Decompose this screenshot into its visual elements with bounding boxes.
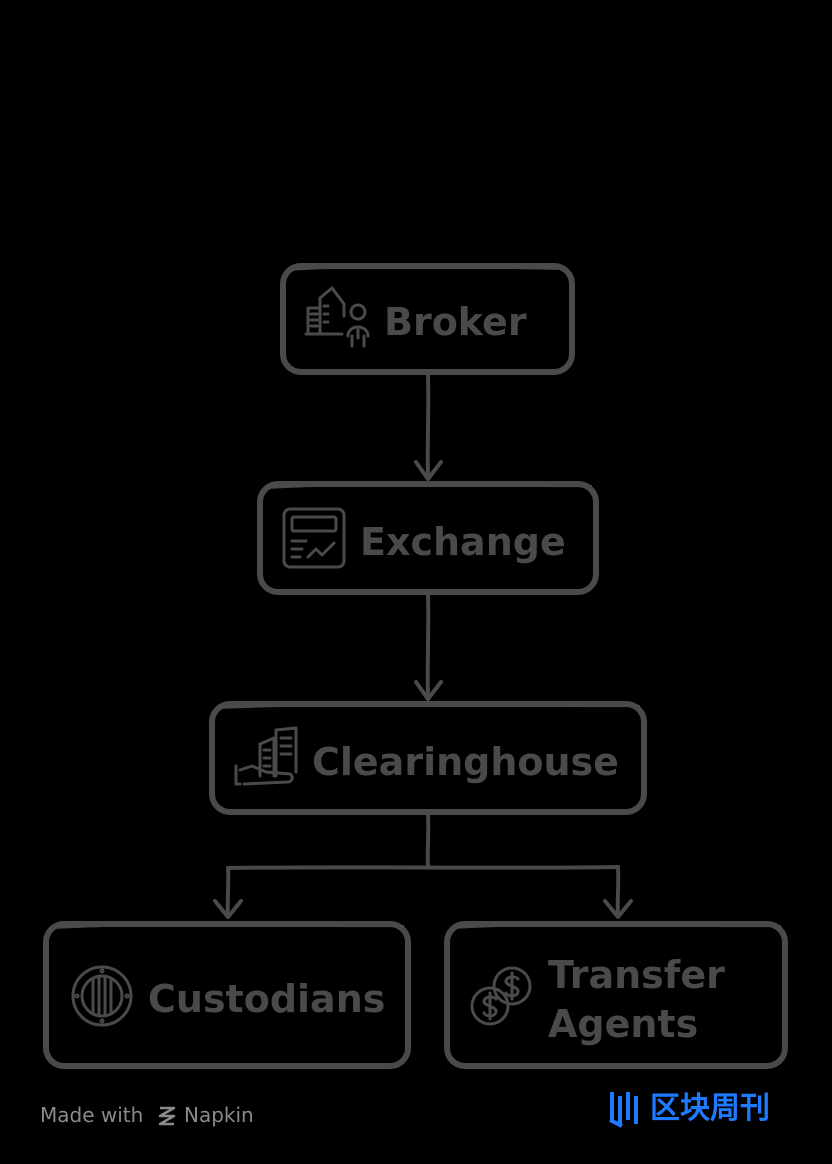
connectors <box>213 372 633 919</box>
watermark-text: 区块周刊 <box>650 1091 770 1126</box>
node-custodians: Custodians <box>43 921 411 1069</box>
node-exchange-box-sketch <box>265 483 593 489</box>
node-transfer-agents-label-line1: Transfer <box>548 953 725 997</box>
node-transfer-agents-box <box>444 921 788 1069</box>
node-transfer-agents-label-line2: Agents <box>548 1002 698 1046</box>
node-clearinghouse-box <box>209 701 647 815</box>
edge-exchange-clearinghouse <box>425 592 431 700</box>
node-transfer-agents-box-sketch <box>452 923 782 929</box>
node-custodians-label: Custodians <box>148 977 385 1021</box>
clearinghouse-buildings-hand-icon <box>234 726 298 786</box>
exchange-document-chart-icon <box>282 507 346 569</box>
edge-clearinghouse-custodians-arrow <box>213 899 243 919</box>
node-transfer-agents: Transfer Agents <box>444 921 788 1069</box>
footer-brand-text: Napkin <box>184 1103 254 1127</box>
node-broker-box-sketch <box>287 265 569 271</box>
edge-exchange-clearinghouse-arrow <box>414 680 443 701</box>
footer-made-with-napkin: Made with Napkin <box>40 1103 254 1127</box>
broker-building-person-icon <box>304 286 370 348</box>
node-clearinghouse-box-sketch <box>217 703 641 709</box>
edge-clearinghouse-trunk <box>425 812 431 868</box>
node-custodians-box-sketch <box>51 923 405 929</box>
edge-clearinghouse-split <box>226 865 620 870</box>
napkin-logo-icon <box>158 1106 176 1126</box>
edge-broker-exchange <box>425 372 431 480</box>
dollar-coins-icon <box>470 966 532 1026</box>
node-clearinghouse: Clearinghouse <box>209 701 647 815</box>
node-exchange-box <box>257 481 599 595</box>
node-broker: Broker <box>280 263 575 375</box>
node-exchange-label: Exchange <box>360 520 566 564</box>
node-exchange: Exchange <box>257 481 599 595</box>
edge-clearinghouse-transfer <box>615 865 621 918</box>
vault-icon <box>71 965 133 1027</box>
node-broker-label: Broker <box>384 300 527 344</box>
node-clearinghouse-label: Clearinghouse <box>312 740 619 784</box>
watermark-logo-icon <box>609 1092 638 1128</box>
edge-broker-exchange-arrow <box>414 460 443 481</box>
watermark: 区块周刊 <box>609 1091 770 1128</box>
node-custodians-box <box>43 921 411 1069</box>
edge-clearinghouse-custodians <box>225 866 231 918</box>
footer-made-with-text: Made with <box>40 1103 143 1127</box>
edge-clearinghouse-transfer-arrow <box>603 899 633 919</box>
